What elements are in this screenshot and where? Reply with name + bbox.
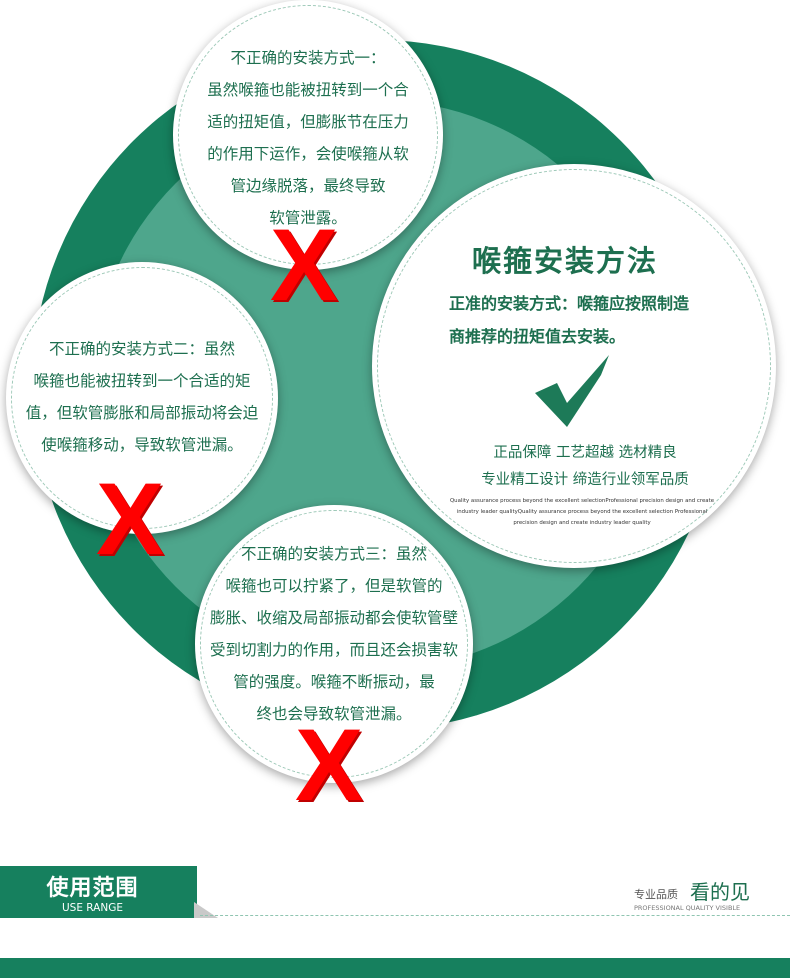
correct-method-description: 正准的安装方式：喉箍应按照制造 商推荐的扭矩值去安装。 — [449, 294, 690, 346]
fine-print: Quality assurance process beyond the exc… — [449, 498, 715, 526]
red-x-icon: X — [270, 208, 339, 322]
quality-features: 正品保障 工艺超越 选材精良 专业精工设计 缔造行业领军品质 — [481, 445, 689, 488]
slogan-big: 看的见 — [690, 880, 750, 904]
green-check-icon — [535, 355, 609, 427]
section-subtitle: USE RANGE — [61, 902, 123, 914]
incorrect-method-2-text: 不正确的安装方式二：虽然 喉箍也能被扭转到一个合适的矩 值，但软管膨胀和局部振动… — [25, 340, 259, 454]
slogan-small: 专业品质 — [634, 888, 678, 901]
correct-method-title: 喉箍安装方法 — [472, 244, 659, 278]
incorrect-method-1-text: 不正确的安装方式一： 虽然喉箍也能被扭转到一个合 适的扭矩值，但膨胀节在压力 的… — [207, 49, 409, 227]
red-x-icon: X — [96, 462, 165, 576]
correct-method-circle — [372, 164, 776, 568]
red-x-icon: X — [295, 708, 364, 822]
divider-line — [200, 915, 790, 916]
section-banner — [0, 866, 197, 918]
incorrect-method-1-circle — [173, 0, 443, 270]
incorrect-method-2-circle — [6, 262, 278, 534]
incorrect-method-3-circle — [195, 505, 473, 783]
section-title: 使用范围 — [46, 876, 139, 901]
slogan-subtitle: PROFESSIONAL QUALITY VISIBLE — [634, 904, 741, 912]
incorrect-method-3-text: 不正确的安装方式三：虽然 喉箍也可以拧紧了，但是软管的 膨胀、收缩及局部振动都会… — [209, 545, 458, 723]
bottom-bar — [0, 958, 790, 978]
banner-fold — [194, 902, 218, 918]
